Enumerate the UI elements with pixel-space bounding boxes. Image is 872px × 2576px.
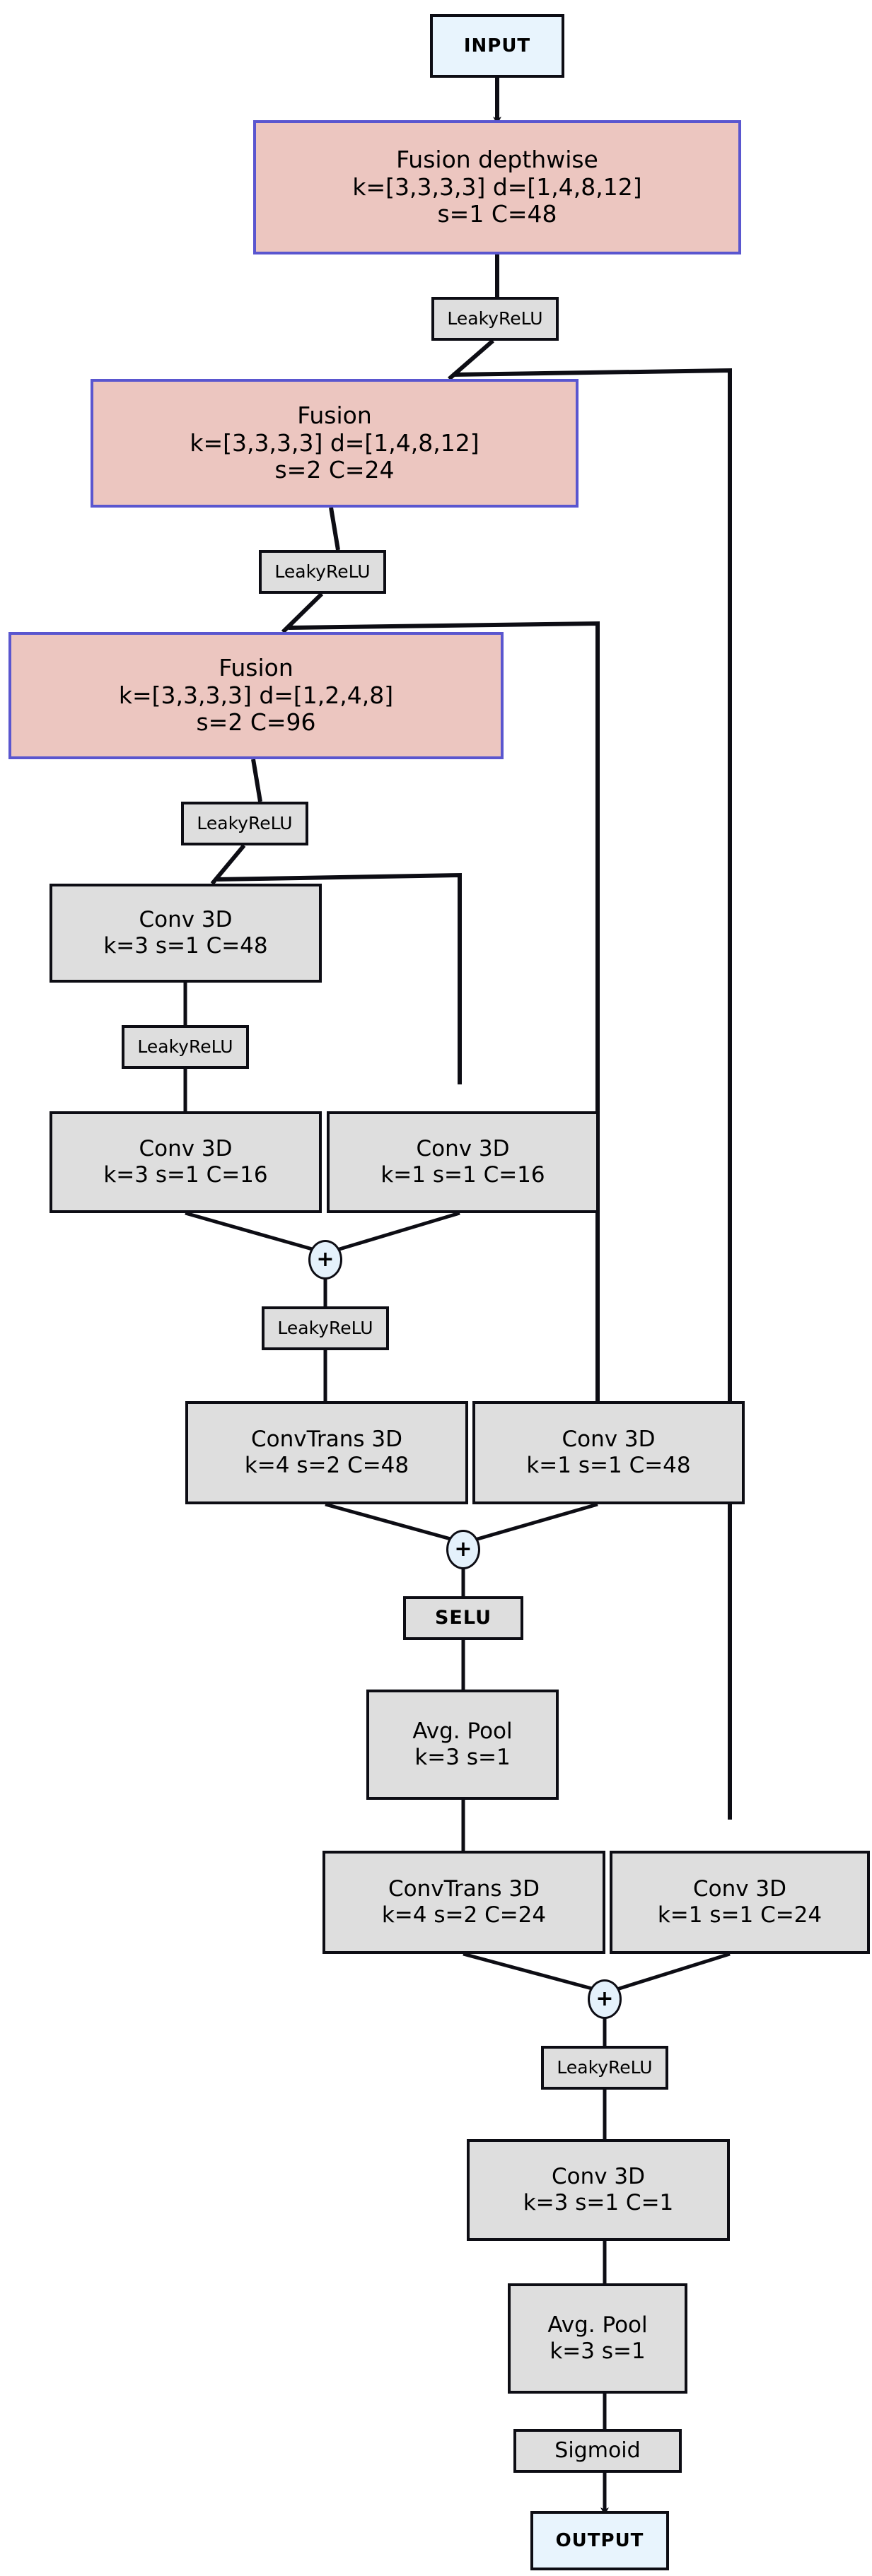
node-add-2[interactable]: + bbox=[446, 1530, 480, 1569]
fusion1-line3: s=1 C=48 bbox=[437, 200, 557, 228]
fusion1-line2: k=[3,3,3,3] d=[1,4,8,12] bbox=[352, 172, 642, 201]
node-convtrans3d-24[interactable]: ConvTrans 3D k=4 s=2 C=24 bbox=[322, 1851, 605, 1954]
node-conv3d-16a[interactable]: Conv 3D k=3 s=1 C=16 bbox=[50, 1111, 322, 1213]
sigmoid-label: Sigmoid bbox=[554, 2438, 641, 2464]
fusion3-line2: k=[3,3,3,3] d=[1,2,4,8] bbox=[118, 681, 394, 709]
conv48b-line2: k=1 s=1 C=48 bbox=[526, 1453, 691, 1478]
node-fusion-depthwise[interactable]: Fusion depthwise k=[3,3,3,3] d=[1,4,8,12… bbox=[253, 120, 741, 254]
node-output-label: OUTPUT bbox=[555, 2529, 644, 2551]
leakyrelu4-label: LeakyReLU bbox=[137, 1036, 233, 1058]
node-conv3d-16b[interactable]: Conv 3D k=1 s=1 C=16 bbox=[327, 1111, 599, 1213]
node-leakyrelu-6[interactable]: LeakyReLU bbox=[541, 2046, 668, 2090]
node-add-1[interactable]: + bbox=[308, 1240, 342, 1280]
conv48b-line1: Conv 3D bbox=[562, 1427, 656, 1453]
leakyrelu2-label: LeakyReLU bbox=[274, 561, 371, 582]
avgpool2-line2: k=3 s=1 bbox=[550, 2338, 646, 2364]
fusion3-line1: Fusion bbox=[219, 653, 293, 681]
node-leakyrelu-4[interactable]: LeakyReLU bbox=[122, 1025, 249, 1069]
node-leakyrelu-2[interactable]: LeakyReLU bbox=[259, 550, 386, 594]
node-conv3d-24[interactable]: Conv 3D k=1 s=1 C=24 bbox=[610, 1851, 870, 1954]
add3-label: + bbox=[595, 1986, 614, 2012]
convtrans24-line2: k=4 s=2 C=24 bbox=[381, 1902, 547, 1928]
conv48-line1: Conv 3D bbox=[139, 907, 233, 933]
node-avgpool-1[interactable]: Avg. Pool k=3 s=1 bbox=[366, 1690, 559, 1800]
add1-label: + bbox=[316, 1247, 335, 1272]
conv16b-line1: Conv 3D bbox=[416, 1136, 510, 1162]
leakyrelu1-label: LeakyReLU bbox=[447, 308, 543, 329]
node-selu[interactable]: SELU bbox=[403, 1596, 523, 1640]
conv48-line2: k=3 s=1 C=48 bbox=[103, 933, 268, 959]
leakyrelu5-label: LeakyReLU bbox=[277, 1318, 373, 1339]
node-conv3d-48[interactable]: Conv 3D k=3 s=1 C=48 bbox=[50, 884, 322, 983]
convtrans48-line2: k=4 s=2 C=48 bbox=[244, 1453, 409, 1478]
conv24-line2: k=1 s=1 C=24 bbox=[657, 1902, 822, 1928]
node-avgpool-2[interactable]: Avg. Pool k=3 s=1 bbox=[508, 2283, 687, 2394]
node-fusion-3[interactable]: Fusion k=[3,3,3,3] d=[1,2,4,8] s=2 C=96 bbox=[8, 632, 504, 759]
add2-label: + bbox=[454, 1537, 472, 1562]
node-sigmoid[interactable]: Sigmoid bbox=[513, 2429, 682, 2473]
convtrans48-line1: ConvTrans 3D bbox=[251, 1427, 402, 1453]
node-conv3d-1[interactable]: Conv 3D k=3 s=1 C=1 bbox=[467, 2139, 730, 2241]
fusion2-line2: k=[3,3,3,3] d=[1,4,8,12] bbox=[190, 428, 479, 457]
node-leakyrelu-1[interactable]: LeakyReLU bbox=[431, 297, 559, 341]
fusion3-line3: s=2 C=96 bbox=[196, 708, 316, 737]
conv1-line1: Conv 3D bbox=[551, 2164, 646, 2190]
conv1-line2: k=3 s=1 C=1 bbox=[523, 2190, 674, 2215]
avgpool1-line1: Avg. Pool bbox=[412, 1719, 513, 1745]
avgpool2-line1: Avg. Pool bbox=[547, 2312, 648, 2338]
node-input[interactable]: INPUT bbox=[430, 14, 564, 78]
node-leakyrelu-5[interactable]: LeakyReLU bbox=[262, 1306, 389, 1350]
conv16a-line2: k=3 s=1 C=16 bbox=[103, 1162, 268, 1188]
selu-label: SELU bbox=[434, 1607, 492, 1629]
leakyrelu6-label: LeakyReLU bbox=[557, 2057, 653, 2078]
node-fusion-2[interactable]: Fusion k=[3,3,3,3] d=[1,4,8,12] s=2 C=24 bbox=[91, 379, 579, 508]
node-leakyrelu-3[interactable]: LeakyReLU bbox=[181, 802, 308, 845]
fusion1-line1: Fusion depthwise bbox=[396, 145, 598, 173]
node-conv3d-48b[interactable]: Conv 3D k=1 s=1 C=48 bbox=[472, 1401, 745, 1504]
node-add-3[interactable]: + bbox=[588, 1979, 622, 2019]
node-input-label: INPUT bbox=[463, 35, 531, 57]
avgpool1-line2: k=3 s=1 bbox=[414, 1745, 511, 1770]
node-convtrans3d-48[interactable]: ConvTrans 3D k=4 s=2 C=48 bbox=[185, 1401, 468, 1504]
fusion2-line3: s=2 C=24 bbox=[274, 456, 395, 484]
node-output[interactable]: OUTPUT bbox=[530, 2511, 669, 2570]
convtrans24-line1: ConvTrans 3D bbox=[388, 1876, 540, 1902]
leakyrelu3-label: LeakyReLU bbox=[197, 813, 293, 834]
conv16b-line2: k=1 s=1 C=16 bbox=[380, 1162, 545, 1188]
conv24-line1: Conv 3D bbox=[692, 1876, 787, 1902]
conv16a-line1: Conv 3D bbox=[139, 1136, 233, 1162]
fusion2-line1: Fusion bbox=[297, 401, 372, 429]
